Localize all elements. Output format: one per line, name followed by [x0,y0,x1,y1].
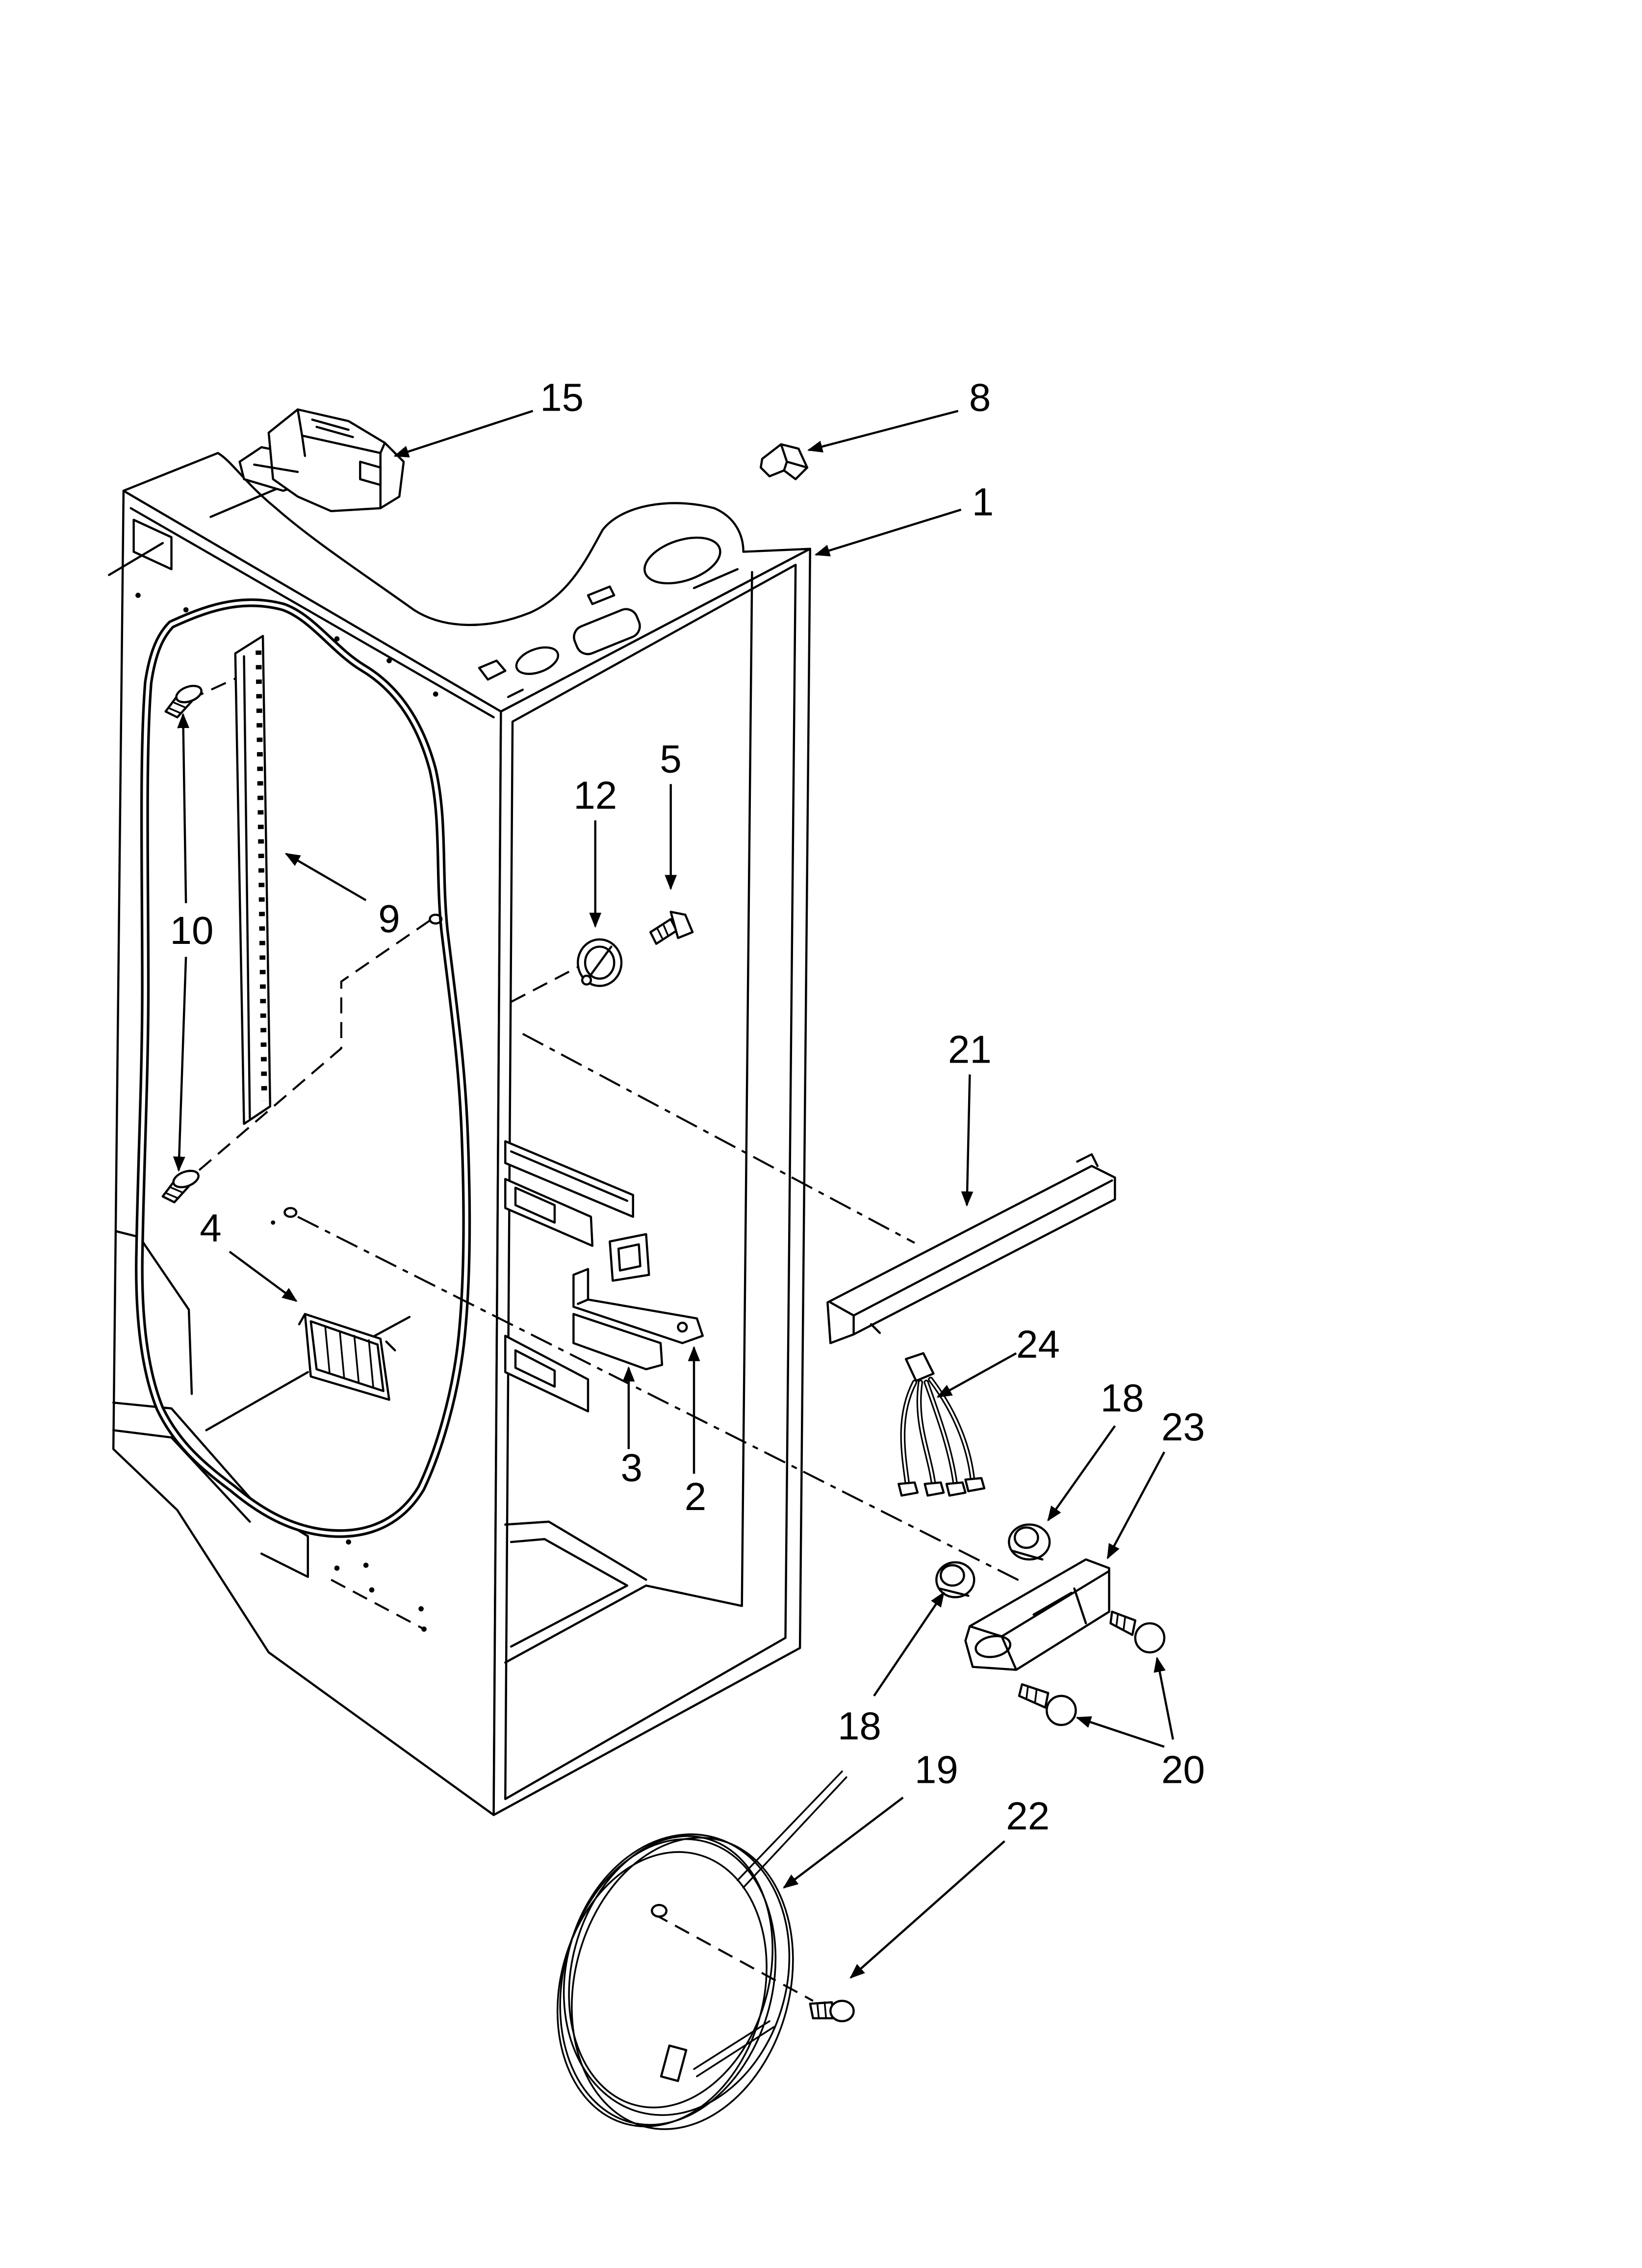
callout-24: 24 [1016,1322,1060,1366]
shelf-rail [504,1334,590,1413]
terminal [964,1477,986,1492]
leader-22 [849,1840,1005,1979]
mounting-hole [283,1207,298,1218]
cabinet-top [122,452,812,713]
screw [161,1170,200,1203]
callout-2: 2 [685,1475,706,1518]
leader-24 [936,1352,1017,1398]
leader-15 [393,410,534,458]
callout-10: 10 [170,909,214,952]
tie-band [660,2044,688,2082]
terminal [898,1481,919,1497]
top-opening [515,646,560,675]
leader-8 [807,410,959,453]
top-opening [643,536,721,585]
leader-23 [1106,1451,1165,1560]
leader-4 [229,1251,298,1302]
bracket [572,1313,664,1371]
bracket [572,1268,704,1344]
round-cap [577,938,623,987]
top-opening [573,608,641,655]
screw [649,911,694,945]
clamp [650,1903,668,1918]
callout-20: 20 [1161,1747,1205,1791]
socket [1008,1523,1051,1561]
leader-18-bottom [873,1591,945,1697]
terminal [945,1481,967,1497]
leader-18-top [1047,1425,1116,1522]
callout-5: 5 [660,737,681,781]
leader-arrows [173,410,1174,1979]
connector [904,1352,935,1382]
tube-coil [556,1771,847,2130]
callout-19: 19 [915,1747,958,1791]
leader-19 [783,1797,904,1889]
leader-21 [961,1074,974,1207]
light-housing [964,1558,1110,1671]
terminal [924,1481,945,1497]
cabinet-liner [108,452,812,1816]
cabinet-side-panel [112,490,502,1816]
socket [935,1561,975,1598]
clip [759,443,809,480]
callout-15: 15 [540,376,584,419]
screw [1018,1683,1077,1726]
screw [164,684,203,719]
cabinet-front-flange [492,547,812,1816]
leader-20-b [1076,1716,1165,1748]
leader-20-a [1154,1656,1174,1740]
leader-10-down [173,957,187,1172]
callout-9: 9 [378,897,400,940]
shelf-rail [504,1140,634,1247]
mounting-hole [429,913,443,925]
callout-1: 1 [972,480,994,524]
callout-23: 23 [1161,1405,1205,1449]
cutaway-outline [135,598,471,1538]
top-corner-notch [132,519,173,571]
callout-labels: 15 8 1 12 5 10 9 21 4 24 18 23 3 2 18 20… [170,376,1205,1838]
leader-10-up [177,713,190,903]
control-housing [238,408,405,513]
callout-18-top: 18 [1101,1376,1144,1420]
bracket-square [609,1233,650,1282]
channel-bar [826,1153,1116,1344]
assembly-lines [188,667,1024,2002]
callout-3: 3 [621,1446,642,1489]
callout-8: 8 [969,376,991,419]
screw [1109,1611,1166,1654]
screw [809,2000,855,2023]
callout-4: 4 [200,1206,221,1250]
callout-12: 12 [573,774,617,817]
leader-9 [284,853,367,901]
leader-1 [814,508,962,557]
callout-22: 22 [1006,1794,1050,1838]
callout-18-bottom: 18 [838,1704,881,1748]
callout-21: 21 [948,1027,992,1071]
rail [234,635,272,1125]
vent-grille [298,1313,396,1401]
wire-harness [898,1352,986,1497]
